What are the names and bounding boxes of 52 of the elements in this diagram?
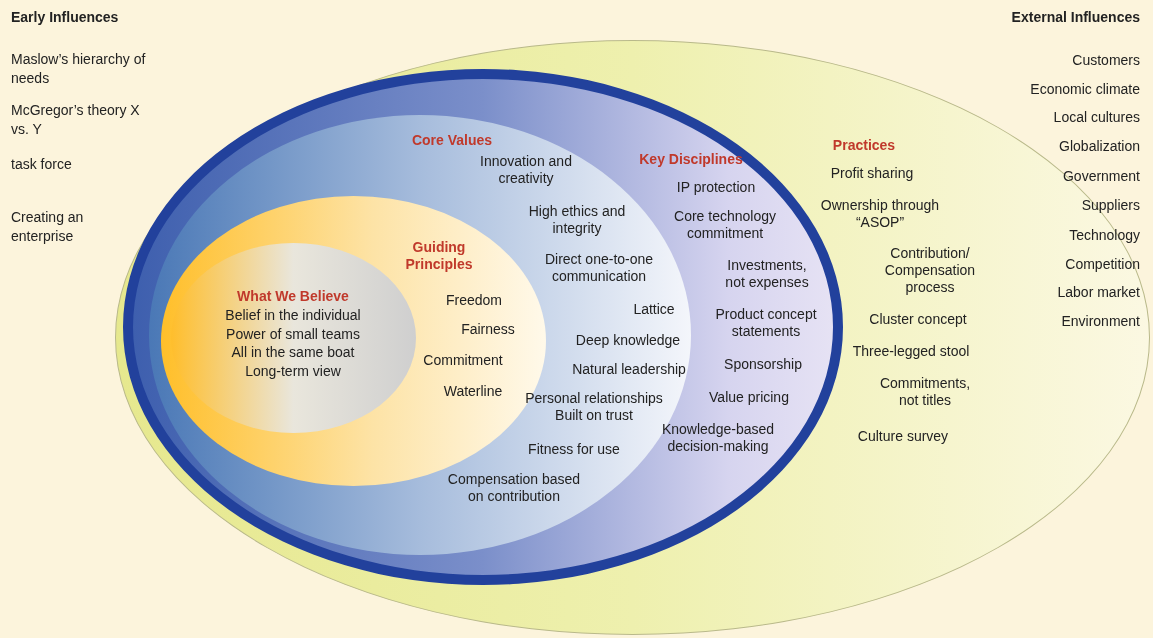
ring-text: Fairness bbox=[461, 321, 515, 338]
ring-heading: Key Disciplines bbox=[639, 151, 743, 168]
ring-text: Lattice bbox=[633, 301, 675, 318]
ring-text: Culture survey bbox=[857, 428, 949, 445]
influence-text: Customers bbox=[1072, 51, 1140, 70]
ring-text: Innovation and creativity bbox=[479, 153, 573, 187]
ring-text: Commitments, not titles bbox=[878, 375, 972, 409]
ring-heading: What We Believe bbox=[237, 288, 349, 305]
ring-text: Value pricing bbox=[709, 389, 789, 406]
influence-text: Local cultures bbox=[1053, 108, 1140, 127]
ring-text: Fitness for use bbox=[528, 441, 620, 458]
influence-text: McGregor’s theory X vs. Y bbox=[11, 101, 141, 139]
column-heading: External Influences bbox=[1011, 8, 1140, 27]
ring-text: Sponsorship bbox=[724, 356, 802, 373]
ring-text: Investments, not expenses bbox=[724, 257, 810, 291]
ring-text: Knowledge-based decision-making bbox=[660, 421, 776, 455]
ring-text: Product concept statements bbox=[714, 306, 818, 340]
influence-text: Technology bbox=[1069, 226, 1140, 245]
ring-text: Cluster concept bbox=[869, 311, 967, 328]
ring-text: High ethics and integrity bbox=[527, 203, 627, 237]
ring-text: Waterline bbox=[443, 383, 503, 400]
ring-text: All in the same boat bbox=[231, 344, 355, 361]
ring-text: Compensation based on contribution bbox=[446, 471, 582, 505]
influence-text: Competition bbox=[1065, 255, 1140, 274]
ring-text: Personal relationships Built on trust bbox=[524, 390, 663, 424]
ring-text: Belief in the individual bbox=[225, 307, 361, 324]
influence-text: task force bbox=[11, 155, 72, 174]
influence-text: Suppliers bbox=[1081, 196, 1140, 215]
ring-text: Ownership through “ASOP” bbox=[819, 197, 941, 231]
influence-text: Globalization bbox=[1059, 137, 1140, 156]
column-heading: Early Influences bbox=[11, 8, 119, 27]
ring-heading: Guiding Principles bbox=[404, 239, 474, 273]
ring-heading: Practices bbox=[832, 137, 896, 154]
influence-text: Environment bbox=[1061, 312, 1140, 331]
influence-text: Maslow’s hierarchy of needs bbox=[11, 50, 147, 88]
ring-text: Commitment bbox=[423, 352, 503, 369]
ring-text: Direct one-to-one communication bbox=[543, 251, 655, 285]
ring-text: Long-term view bbox=[245, 363, 341, 380]
ring-text: Natural leadership bbox=[572, 361, 686, 378]
influence-text: Creating an enterprise bbox=[11, 208, 85, 246]
ring-text: Core technology commitment bbox=[673, 208, 777, 242]
ring-text: Freedom bbox=[446, 292, 502, 309]
influence-text: Economic climate bbox=[1030, 80, 1140, 99]
influence-text: Labor market bbox=[1057, 283, 1140, 302]
ring-text: Power of small teams bbox=[226, 326, 360, 343]
ring-text: IP protection bbox=[676, 179, 756, 196]
influence-text: Government bbox=[1062, 167, 1140, 186]
ring-text: Profit sharing bbox=[830, 165, 914, 182]
ring-text: Contribution/ Compensation process bbox=[883, 245, 977, 296]
ring-heading: Core Values bbox=[411, 132, 493, 149]
ring-text: Three-legged stool bbox=[852, 343, 970, 360]
ring-text: Deep knowledge bbox=[575, 332, 681, 349]
